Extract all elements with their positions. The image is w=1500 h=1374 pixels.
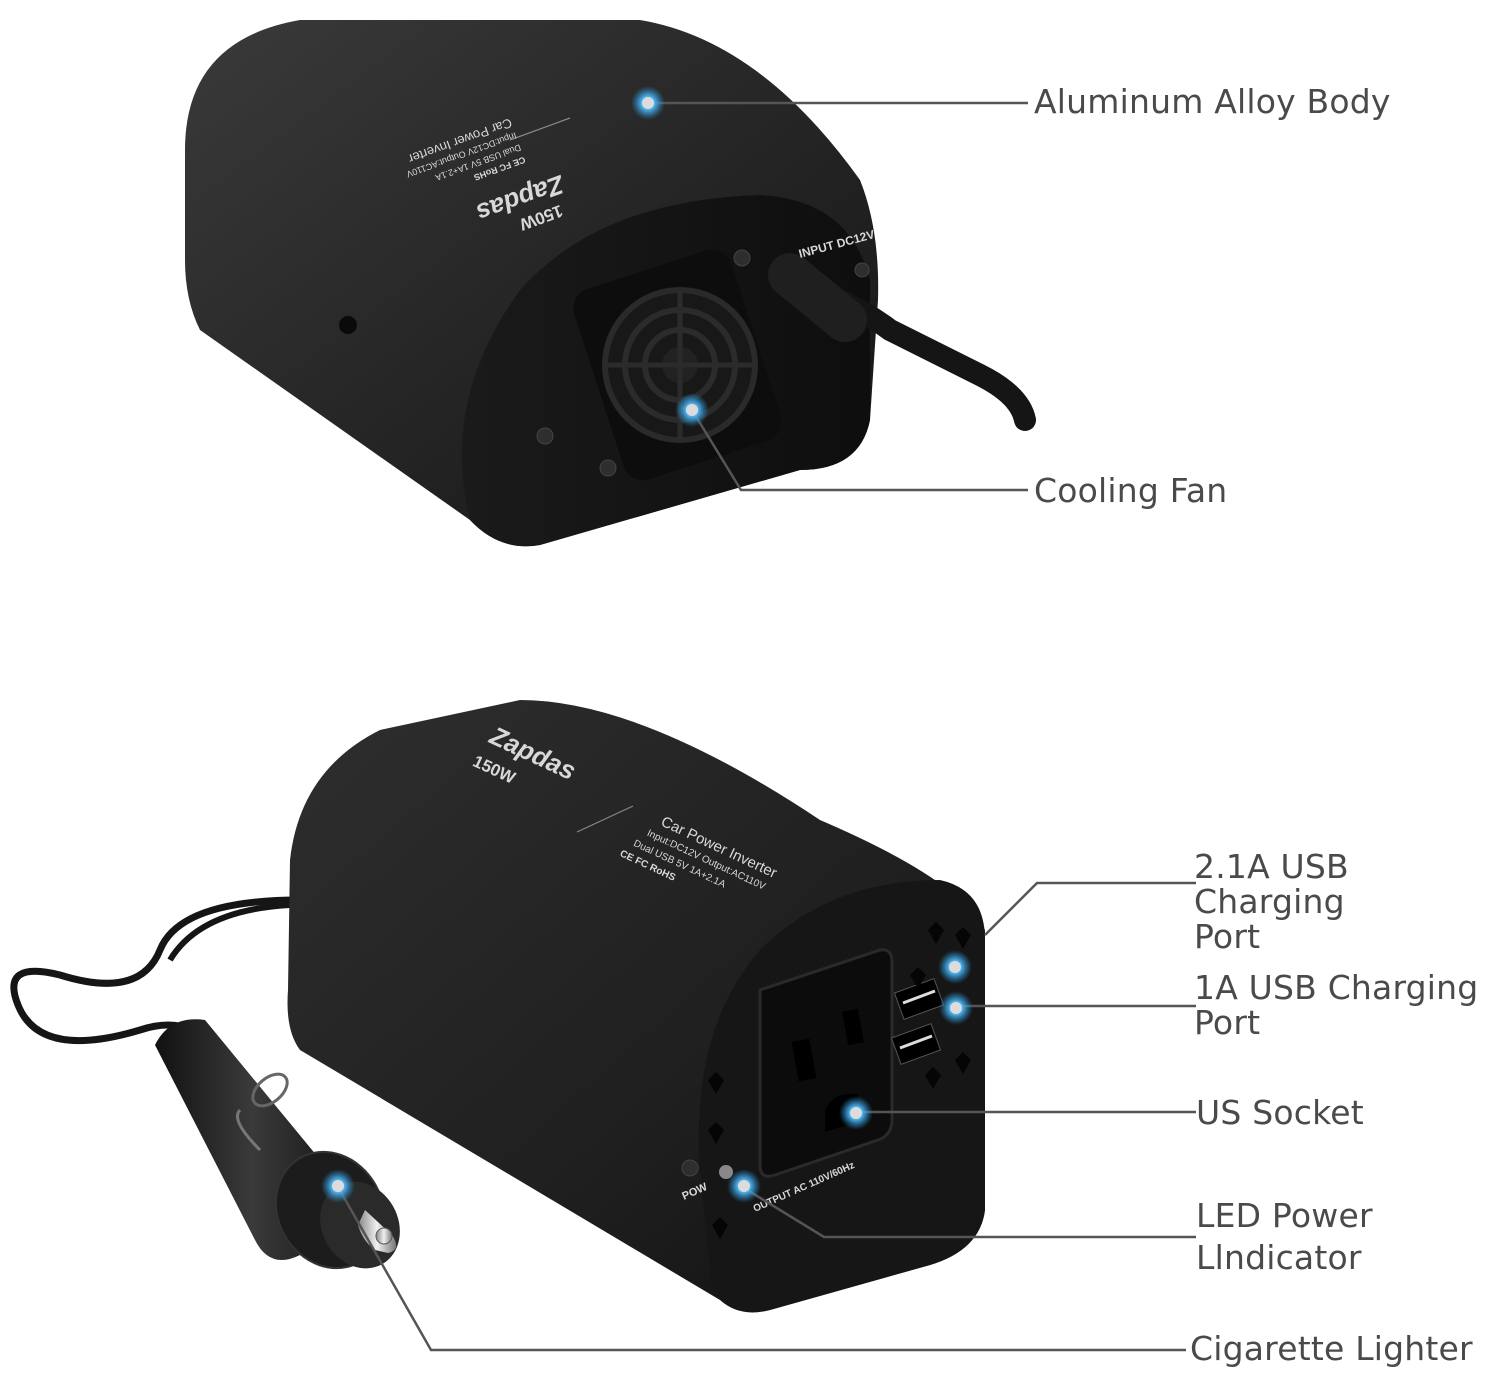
us-socket-graphic <box>758 948 894 1178</box>
label-led-line1: LED Power <box>1196 1196 1373 1235</box>
leader-cigarette-lighter <box>336 1186 1186 1352</box>
label-cigarette-lighter: Cigarette Lighter <box>1190 1329 1473 1368</box>
label-usb-1a-port: 1A USB Charging Port <box>1194 970 1478 1040</box>
dot-usb-2-1a <box>938 950 972 984</box>
label-cooling-fan: Cooling Fan <box>1034 471 1228 510</box>
leader-usb-2-1a <box>984 881 1196 936</box>
leader-cooling-fan <box>690 409 1028 492</box>
cooling-fan-graphic <box>573 249 782 481</box>
label-led-power-indicator: LED Power Llndicator <box>1196 1198 1373 1275</box>
bottom-inverter: Zapdas 150W Car Power Inverter Input:DC1… <box>10 700 985 1313</box>
cigarette-lighter-plug <box>155 1019 400 1270</box>
label-usb-1a-line1: 1A USB Charging <box>1194 968 1479 1007</box>
leader-lines <box>336 101 1196 1352</box>
label-us-socket: US Socket <box>1196 1093 1364 1132</box>
label-led-line2: Llndicator <box>1196 1238 1362 1277</box>
dot-led-indicator <box>727 1169 761 1203</box>
dot-usb-1a <box>939 991 973 1025</box>
label-usb-2-1a-port: 2.1A USB Charging Port <box>1194 849 1500 954</box>
leader-led-indicator <box>743 1186 1196 1239</box>
dot-cigarette-lighter <box>321 1169 355 1203</box>
dot-cooling-fan <box>675 393 709 427</box>
label-aluminum-alloy-body: Aluminum Alloy Body <box>1034 82 1391 121</box>
dot-us-socket <box>839 1096 873 1130</box>
dot-aluminum-alloy-body <box>631 86 665 120</box>
label-usb-2-1a-line1: 2.1A USB Charging <box>1194 847 1349 921</box>
label-usb-1a-line2: Port <box>1194 1003 1261 1042</box>
top-inverter: INPUT DC12V Zapdas 150W Car Power Invert… <box>185 20 1036 547</box>
label-usb-2-1a-line2: Port <box>1194 917 1261 956</box>
callout-dots <box>321 86 973 1203</box>
usb-ports-graphic <box>890 978 945 1065</box>
